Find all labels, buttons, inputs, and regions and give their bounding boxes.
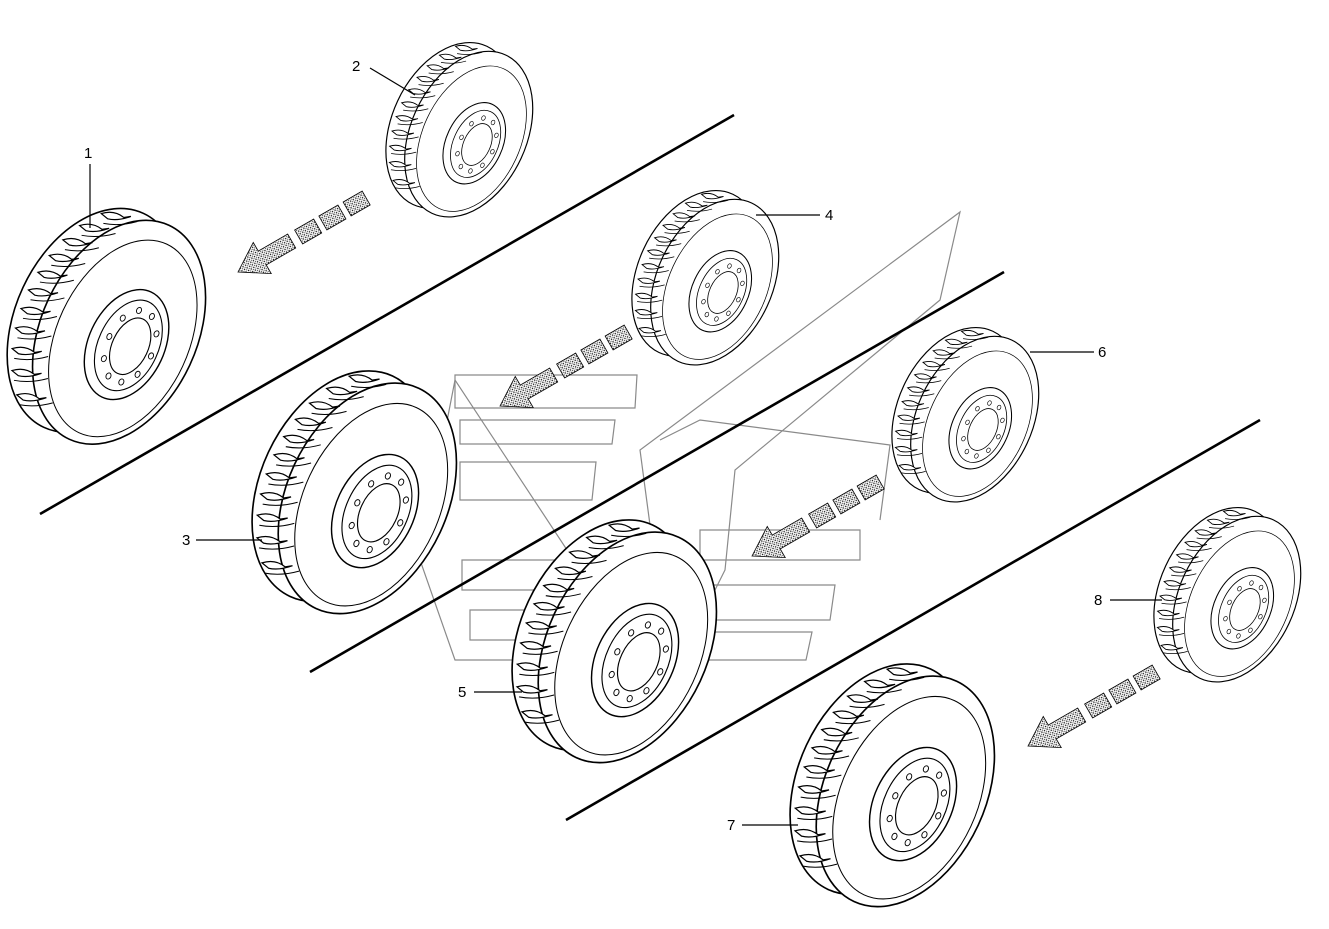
leader-line-2 [369, 67, 416, 96]
tire-3 [251, 370, 458, 615]
tires [6, 41, 1302, 908]
tire-6 [891, 326, 1040, 503]
direction-arrow-3 [751, 474, 885, 559]
direction-arrow-2 [499, 324, 633, 409]
callout-label-7: 7 [727, 817, 735, 834]
divider-line-1 [39, 113, 735, 516]
tire-8 [1153, 506, 1302, 683]
callout-label-8: 8 [1094, 592, 1102, 609]
callout-label-1: 1 [84, 145, 92, 162]
tire-5 [511, 519, 718, 764]
tire-7 [789, 663, 996, 908]
divider-line-3 [565, 418, 1261, 822]
callout-label-4: 4 [825, 207, 833, 224]
tire-4 [631, 189, 780, 366]
callout-label-6: 6 [1098, 344, 1106, 361]
direction-arrow-4 [1027, 664, 1161, 749]
direction-arrows [237, 190, 1161, 749]
direction-arrow-1 [237, 190, 371, 275]
tire-2 [385, 41, 534, 218]
callout-label-5: 5 [458, 684, 466, 701]
callout-label-2: 2 [352, 58, 360, 75]
callouts: 1 2 3 4 5 6 7 8 [84, 58, 1162, 834]
tire-1 [6, 207, 207, 445]
callout-label-3: 3 [182, 532, 190, 549]
row-divider-lines [39, 113, 1261, 822]
divider-line-2 [309, 270, 1005, 674]
